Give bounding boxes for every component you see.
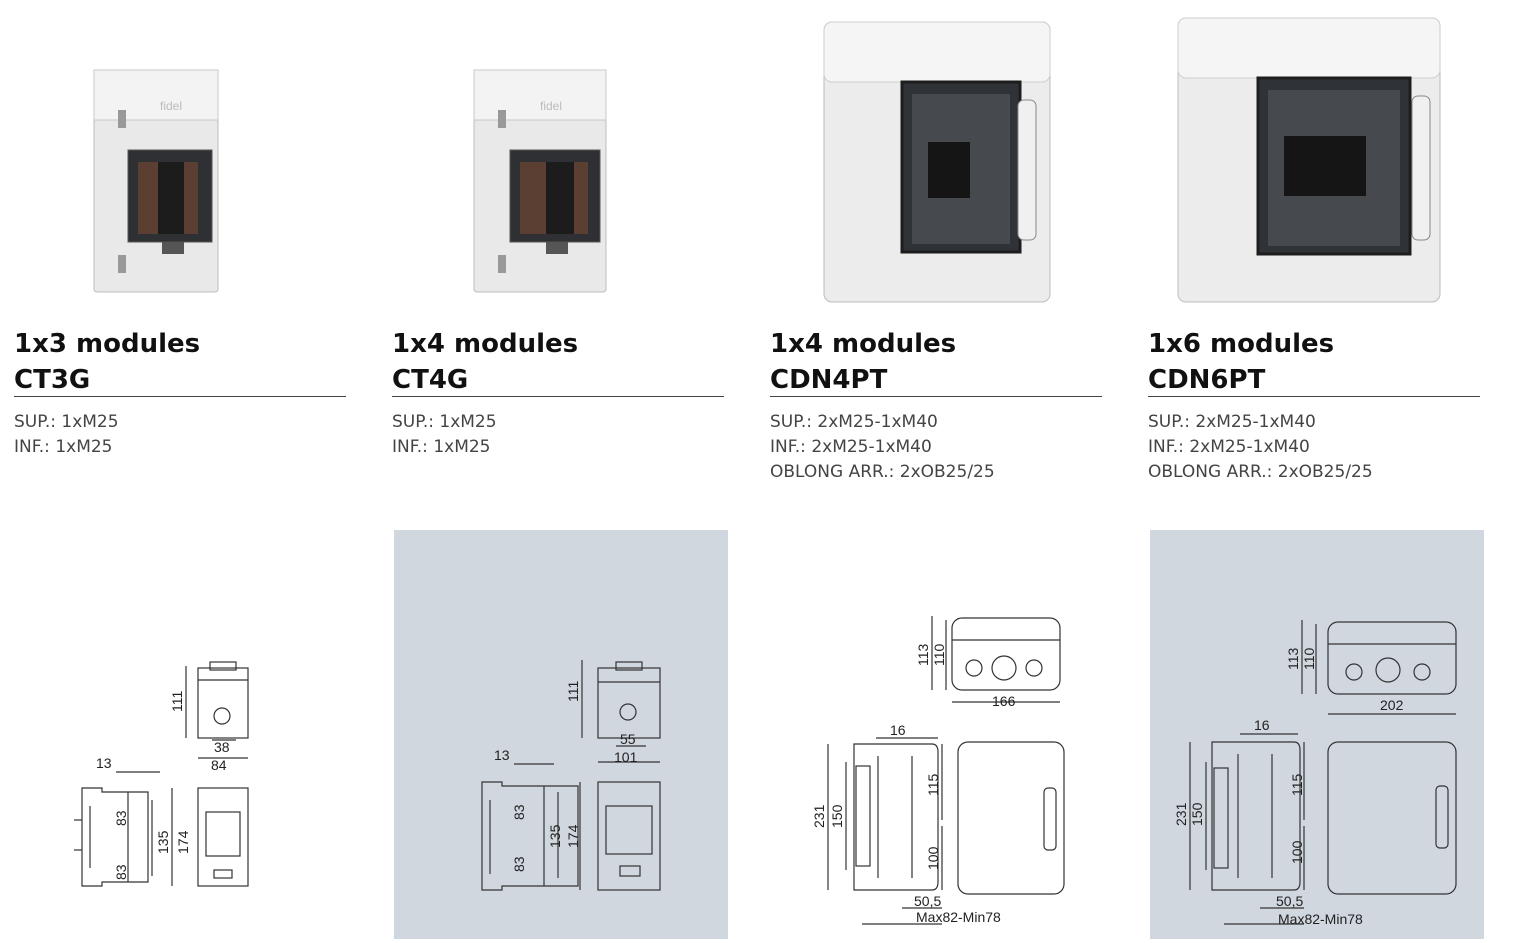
dim-depth: 13: [494, 747, 510, 763]
product-code: CDN6PT: [1148, 365, 1266, 395]
spec-inf: INF.: 2xM25-1xM40: [770, 437, 932, 457]
dim-top-height-outer: 113: [1285, 647, 1301, 670]
dim-offset: 50,5: [1276, 893, 1303, 909]
spec-oblong: OBLONG ARR.: 2xOB25/25: [1148, 462, 1373, 482]
dim-lower-height: 100: [925, 846, 941, 870]
spec-inf: INF.: 1xM25: [392, 437, 491, 457]
product-title: 1x3 modules CT3G: [14, 326, 200, 398]
product-cdn4pt: 1x4 modules CDN4PT SUP.: 2xM25-1xM40 INF…: [766, 0, 1106, 939]
dim-upper-height: 83: [113, 810, 129, 826]
product-title: 1x4 modules CDN4PT: [770, 326, 956, 398]
dim-inner-width: 38: [214, 739, 230, 755]
spec-list: SUP.: 2xM25-1xM40 INF.: 2xM25-1xM40 OBLO…: [1148, 410, 1373, 485]
spec-inf: INF.: 1xM25: [14, 437, 113, 457]
dim-depth: 16: [890, 722, 906, 738]
spec-list: SUP.: 2xM25-1xM40 INF.: 2xM25-1xM40 OBLO…: [770, 410, 995, 485]
product-code: CT4G: [392, 365, 469, 395]
modules-label: 1x6 modules: [1148, 329, 1335, 359]
dim-inner-height: 150: [829, 804, 845, 828]
product-title: 1x6 modules CDN6PT: [1148, 326, 1334, 398]
dim-width: 202: [1380, 697, 1404, 713]
dim-upper-height: 115: [925, 773, 941, 796]
product-photo-ct4g: fidel: [388, 10, 728, 310]
dim-lower-height: 83: [113, 864, 129, 880]
product-code: CT3G: [14, 365, 91, 395]
dim-range: Max82-Min78: [916, 909, 1001, 925]
modules-label: 1x4 modules: [770, 329, 957, 359]
dim-depth: 16: [1254, 717, 1270, 733]
product-photo-ct3g: fidel: [10, 10, 350, 310]
modules-label: 1x4 modules: [392, 329, 579, 359]
dim-mid-height: 135: [547, 824, 563, 848]
dim-top-height: 111: [169, 691, 185, 712]
spec-sup: SUP.: 2xM25-1xM40: [770, 412, 938, 432]
divider: [1148, 396, 1480, 397]
spec-list: SUP.: 1xM25 INF.: 1xM25: [14, 410, 119, 460]
dim-total-height: 231: [1173, 802, 1189, 826]
dim-offset: 50,5: [914, 893, 941, 909]
dim-total-height: 174: [565, 824, 581, 848]
product-cdn6pt: 1x6 modules CDN6PT SUP.: 2xM25-1xM40 INF…: [1144, 0, 1484, 939]
dim-total-height: 231: [811, 804, 827, 828]
modules-label: 1x3 modules: [14, 329, 201, 359]
technical-drawing-cdn4pt: 113 110 166 16 231 150 115 100 50,5 Max8…: [772, 530, 1106, 939]
dim-depth: 13: [96, 755, 112, 771]
dim-inner-height: 150: [1189, 802, 1205, 826]
spec-sup: SUP.: 1xM25: [392, 412, 497, 432]
product-code: CDN4PT: [770, 365, 888, 395]
product-ct4g: fidel 1x4 modules CT4G SUP.: 1xM25 INF.:…: [388, 0, 728, 939]
svg-text:fidel: fidel: [160, 99, 182, 113]
dim-range: Max82-Min78: [1278, 911, 1363, 927]
spec-sup: SUP.: 1xM25: [14, 412, 119, 432]
divider: [14, 396, 346, 397]
technical-drawing-cdn6pt: 113 110 202 16 231 150 115 100 50,5 Max8…: [1150, 530, 1484, 939]
product-ct3g: fidel 1x3 modules CT3G SUP.: 1xM25 INF.:…: [10, 0, 350, 939]
dim-lower-height: 83: [511, 856, 527, 872]
dim-top-height: 111: [565, 681, 581, 702]
divider: [392, 396, 724, 397]
technical-drawing-ct4g: 111 55 101 13 83 83 135 174: [394, 530, 728, 939]
spec-list: SUP.: 1xM25 INF.: 1xM25: [392, 410, 497, 460]
dim-width: 101: [614, 749, 638, 765]
dim-upper-height: 83: [511, 804, 527, 820]
dim-inner-width: 55: [620, 731, 636, 747]
spec-inf: INF.: 2xM25-1xM40: [1148, 437, 1310, 457]
dim-width: 166: [992, 693, 1016, 709]
dim-mid-height: 135: [155, 830, 171, 854]
dim-lower-height: 100: [1289, 840, 1305, 864]
dim-top-height-inner: 110: [931, 643, 947, 666]
spec-sup: SUP.: 2xM25-1xM40: [1148, 412, 1316, 432]
product-photo-cdn4pt: [766, 10, 1106, 310]
spec-oblong: OBLONG ARR.: 2xOB25/25: [770, 462, 995, 482]
dim-width: 84: [211, 757, 227, 773]
dim-top-height-inner: 110: [1301, 647, 1317, 670]
product-title: 1x4 modules CT4G: [392, 326, 578, 398]
dim-top-height-outer: 113: [915, 643, 931, 666]
technical-drawing-ct3g: 111 38 84 13 83 83 135 174: [16, 530, 350, 939]
svg-text:fidel: fidel: [540, 99, 562, 113]
dim-total-height: 174: [175, 830, 191, 854]
divider: [770, 396, 1102, 397]
dim-upper-height: 115: [1289, 773, 1305, 796]
product-photo-cdn6pt: [1144, 10, 1484, 310]
